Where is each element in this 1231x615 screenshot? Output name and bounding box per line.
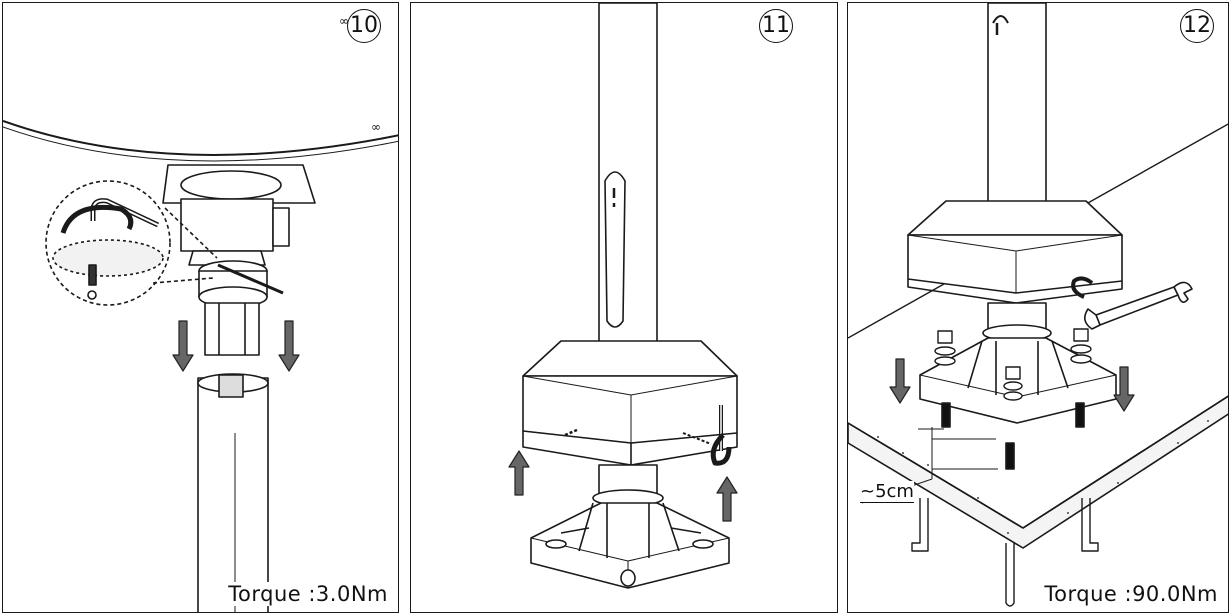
rotate-arrow-icon [710,433,732,466]
svg-text:∞: ∞ [339,14,349,28]
bolt-icon [934,328,1092,401]
panel-step-11: 11 [410,2,838,613]
step-number: 11 [759,9,793,43]
panel-step-12: 12 ~5cm Torque :90.0Nm [847,2,1229,613]
rotate-arrow-icon [60,204,134,234]
step-12-illustration [848,3,1228,607]
svg-text:∞: ∞ [371,120,381,134]
torque-label: Torque :3.0Nm [224,582,392,606]
wrench-icon [1084,281,1193,330]
rotate-arrow-icon [1071,276,1094,299]
panel-step-10: ∞ ∞ 10 Tor [2,2,399,613]
step-10-illustration: ∞ ∞ [3,3,398,612]
up-arrow-icon [508,450,738,522]
step-number: 10 [347,9,381,43]
down-arrow-icon [172,320,300,372]
anchor-bolt-icon [911,498,1099,607]
down-arrow-icon [889,358,1135,412]
torque-label: Torque :90.0Nm [1040,582,1222,606]
step-number: 12 [1180,9,1214,43]
step-11-illustration [508,3,738,589]
dimension-label: ~5cm [860,481,914,503]
